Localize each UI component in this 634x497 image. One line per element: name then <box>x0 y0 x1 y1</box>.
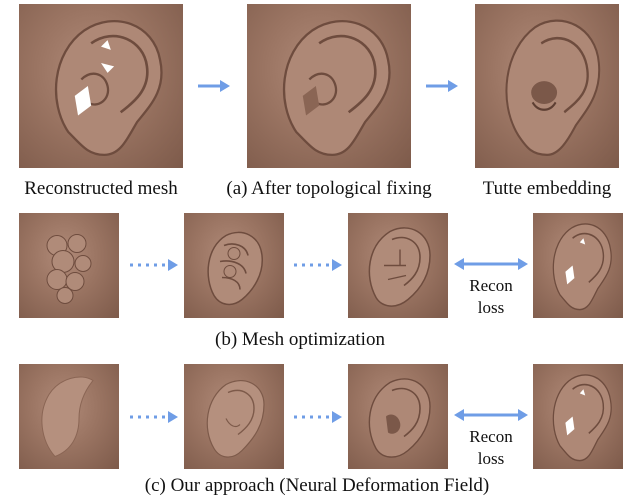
reconstructed-target-image <box>533 364 623 469</box>
double-arrow-icon <box>454 258 528 270</box>
recon-loss-label-line1: Recon <box>469 427 513 446</box>
reconstructed-target-image <box>533 213 623 318</box>
recon-loss-label-line1: Recon <box>469 276 513 295</box>
mesh-optimization-step-2-image <box>184 213 284 318</box>
recon-loss-label-line2: loss <box>477 298 505 317</box>
double-arrow-icon <box>454 409 528 421</box>
dotted-arrow-right-icon <box>294 411 342 423</box>
dotted-arrow-right-icon <box>294 259 342 271</box>
neural-deformation-step-3-image <box>348 364 448 469</box>
recon-loss-label-line2: loss <box>477 449 505 468</box>
mesh-optimization-step-1-image <box>19 213 119 318</box>
dotted-arrow-right-icon <box>130 259 178 271</box>
topology-fixed-mesh-image <box>247 4 411 168</box>
dotted-arrow-right-icon <box>130 411 178 423</box>
caption-our-approach: (c) Our approach (Neural Deformation Fie… <box>144 475 490 496</box>
neural-deformation-step-2-image <box>184 364 284 469</box>
caption-reconstructed-mesh: Reconstructed mesh <box>24 178 178 199</box>
reconstructed-mesh-image <box>19 4 183 168</box>
tutte-embedding-image <box>475 4 619 168</box>
caption-mesh-optimization: (b) Mesh optimization <box>215 329 385 350</box>
arrow-right-icon <box>198 80 230 92</box>
neural-deformation-step-1-image <box>19 364 119 469</box>
arrow-right-icon <box>426 80 458 92</box>
caption-topological-fixing: (a) After topological fixing <box>226 178 432 199</box>
caption-tutte-embedding: Tutte embedding <box>482 178 612 199</box>
mesh-optimization-step-3-image <box>348 213 448 318</box>
